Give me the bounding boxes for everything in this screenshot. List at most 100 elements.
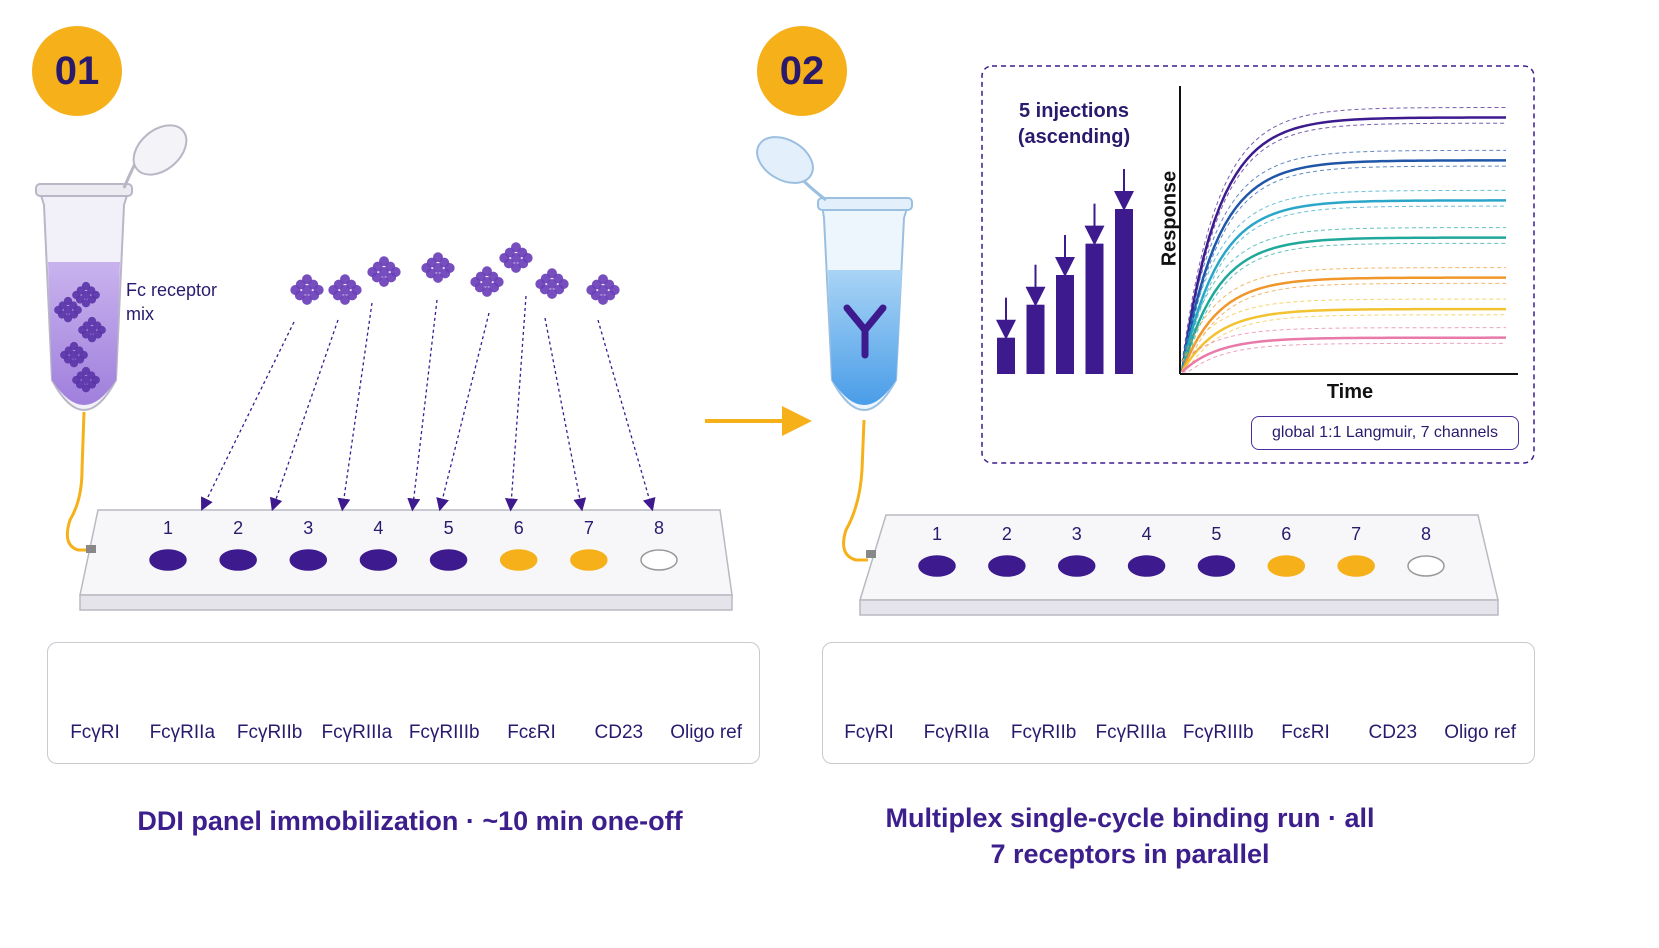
deposit-arrow (544, 317, 587, 512)
chip-spot-1 (429, 549, 468, 571)
chip-spot-number: 4 (373, 518, 383, 538)
injection-bar (1026, 304, 1045, 374)
deposit-arrow (337, 302, 373, 512)
chip-spot-1 (289, 549, 328, 571)
chip-spot-2 (1267, 555, 1306, 577)
chip-spot-number: 8 (1421, 524, 1431, 544)
receptor-label: FcγRIIIb (408, 722, 480, 743)
chip-spot-1 (570, 549, 608, 571)
receptor-label: FcγRIIb (1010, 722, 1077, 743)
tube-1 (35, 124, 188, 552)
chip-spot-2 (1337, 555, 1375, 577)
fit-curve (1181, 327, 1507, 363)
fit-curve (1181, 298, 1507, 363)
model-label: global 1:1 Langmuir, 7 channels (1251, 416, 1519, 450)
step-1-caption: DDI panel immobilization · ~10 min one-o… (137, 806, 683, 836)
fit-curve (1181, 242, 1507, 373)
tube-receptor-clusters (54, 281, 106, 393)
chip-spot-number: 5 (444, 518, 454, 538)
sensorgram-curves (1180, 106, 1507, 373)
chip-spot-number: 3 (1072, 524, 1082, 544)
floating-receptors (201, 242, 656, 512)
receptor-label: FcεRI (1281, 722, 1330, 743)
deposit-arrow (201, 321, 295, 511)
injection-bars (996, 169, 1134, 374)
antibody-icon (843, 304, 887, 359)
receptor-label: FcγRIIIb (1182, 722, 1254, 743)
sensor-chip-1 (79, 509, 733, 611)
receptor-legend-1 (47, 642, 760, 764)
chip-spot-1 (219, 549, 257, 571)
fit-curve (1181, 165, 1507, 373)
chip-spot-number: 5 (1211, 524, 1221, 544)
chip-1-spots: 1 2 3 4 5 6 7 8 (149, 518, 678, 571)
fit-curve (1181, 189, 1507, 363)
binding-curve (1180, 276, 1507, 373)
fit-curve (1181, 314, 1507, 373)
chip-spot-1 (359, 549, 398, 571)
receptor-label: FcγRIIIa (1095, 722, 1167, 743)
binding-curve (1181, 336, 1507, 373)
chip-spot-number: 2 (1002, 524, 1012, 544)
chip-spot-1 (499, 549, 538, 571)
receptor-label: Oligo ref (1444, 722, 1516, 743)
binding-curve (1180, 236, 1507, 373)
chip-spot-2 (1057, 555, 1096, 577)
chip-spot-number: 1 (163, 518, 173, 538)
deposit-arrow (504, 295, 527, 512)
injection-bar (997, 337, 1015, 374)
chip-spot-number: 6 (1281, 524, 1291, 544)
receptor-label: CD23 (1368, 722, 1418, 743)
injection-bar (1085, 243, 1104, 374)
receptor-label: FcγRIIa (923, 722, 990, 743)
chip-spot-number: 2 (233, 518, 243, 538)
binding-curve (1180, 159, 1507, 373)
binding-curve (1180, 199, 1507, 373)
binding-curve (1180, 307, 1507, 373)
sensorgram-axes (1179, 86, 1518, 375)
receptor-label: FcγRIIIa (321, 722, 393, 743)
deposit-arrow (407, 299, 438, 512)
tube-label: Fc receptor mix (126, 280, 218, 324)
receptor-label: FcγRIIa (149, 722, 216, 743)
chip-2-spots: 1 2 3 4 5 6 7 8 (918, 524, 1445, 577)
chip-spot-number: 4 (1142, 524, 1152, 544)
chip-spot-number: 3 (303, 518, 313, 538)
receptor-label: CD23 (594, 722, 644, 743)
chip-spot-number: 6 (514, 518, 524, 538)
x-axis-label: Time (1326, 381, 1374, 403)
receptor-legend-2 (822, 642, 1535, 764)
chip-spot-2 (988, 555, 1026, 577)
chip-spot-2 (1407, 555, 1445, 577)
chip-spot-number: 8 (654, 518, 664, 538)
step-2-caption: Multiplex single-cycle binding run · all… (885, 803, 1375, 869)
fit-curve (1181, 122, 1507, 373)
injection-bar (1115, 209, 1133, 374)
fit-curve (1182, 342, 1507, 373)
deposit-arrow (597, 319, 656, 512)
chip-spot-number: 7 (1351, 524, 1361, 544)
chip-spot-number: 1 (932, 524, 942, 544)
step-arrow-head (782, 406, 812, 436)
receptor-label: FcεRI (507, 722, 556, 743)
chip-spot-1 (149, 549, 187, 571)
chip-spot-2 (1197, 555, 1236, 577)
receptor-label: FcγRIIb (236, 722, 303, 743)
binding-curve (1180, 116, 1507, 373)
receptor-label: FcγRI (70, 722, 120, 743)
step-1-badge: 01 (32, 26, 122, 116)
chip-spot-1 (640, 549, 678, 571)
sensor-chip-2 (858, 514, 1499, 616)
tube-2 (756, 136, 913, 562)
fit-curve (1181, 267, 1507, 363)
injections-title: 5 injections (ascending) (1017, 100, 1131, 148)
chip-spot-2 (1127, 555, 1166, 577)
fit-curve (1181, 149, 1507, 363)
chip-spot-number: 7 (584, 518, 594, 538)
injection-bar (1056, 275, 1074, 374)
fit-curve (1181, 227, 1507, 363)
deposit-arrow (436, 312, 490, 512)
fit-curve (1181, 205, 1507, 373)
